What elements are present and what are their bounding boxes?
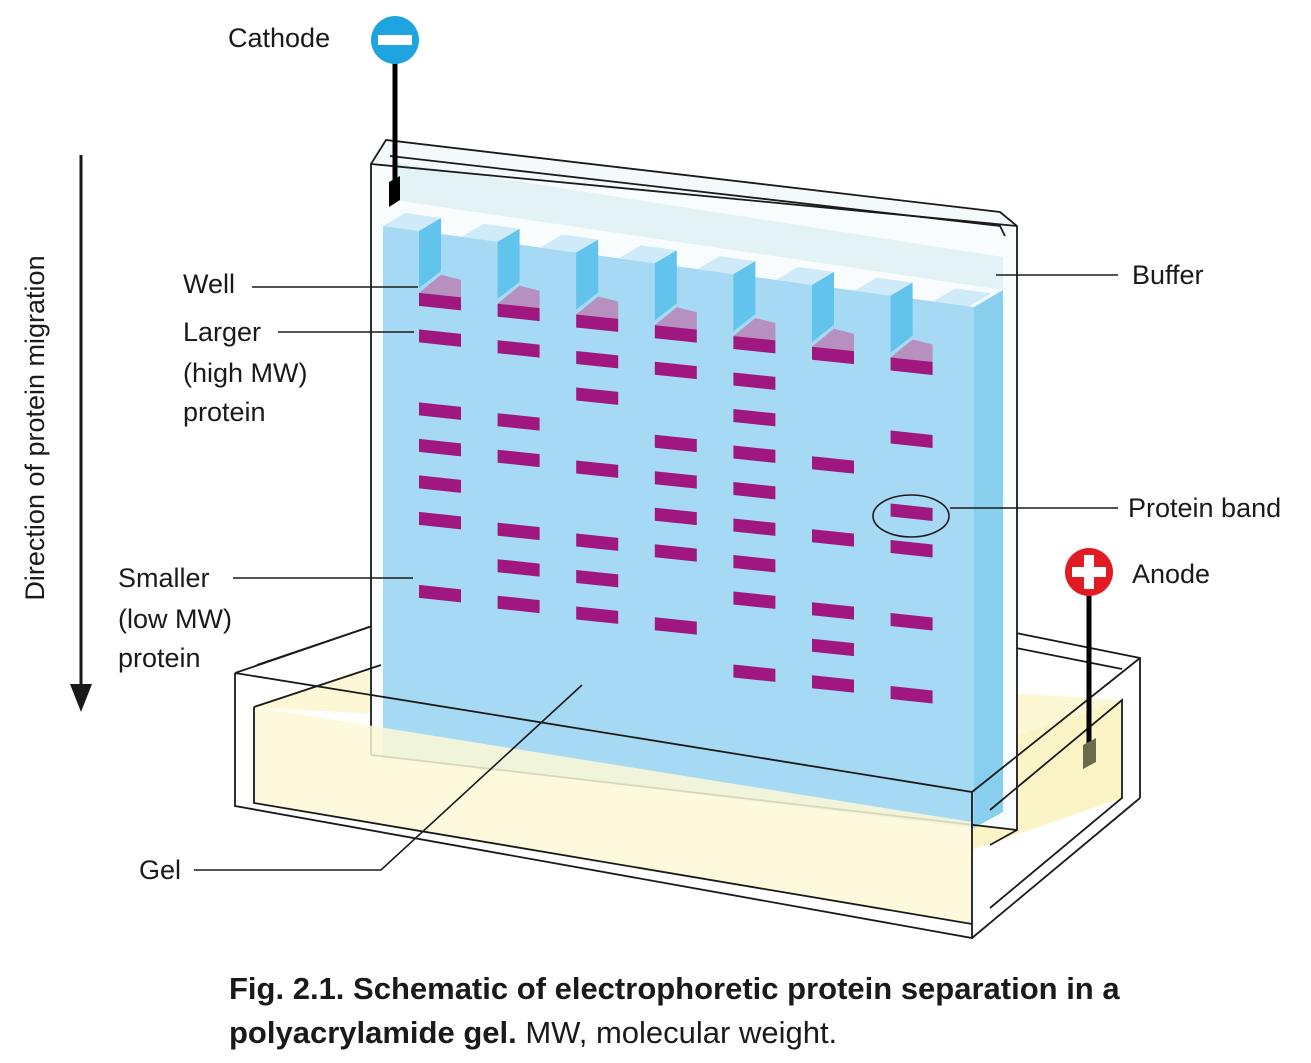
comb-tooth-top [383,213,441,231]
larger-label-line2: (high MW) [183,358,308,388]
protein-band [733,555,776,573]
protein-band [497,340,540,358]
comb-tooth-top [461,223,520,242]
smaller-label-line1: Smaller [118,563,210,593]
comb-tooth-top [854,277,913,296]
minus-circle-icon [371,16,419,64]
protein-band [733,591,776,609]
protein-band [576,533,619,551]
cathode-electrode [389,60,400,207]
protein-band [576,387,619,405]
protein-band-highlight [872,494,950,538]
protein-band [890,686,933,704]
leader-lines [194,274,1118,871]
protein-band [497,522,540,541]
protein-band [654,507,697,526]
protein-band [654,471,697,489]
protein-band [812,529,854,547]
direction-label: Direction of protein migration [20,255,50,600]
protein-band [419,511,461,530]
larger-label-line3: protein [183,397,266,427]
protein-band [576,569,619,588]
protein-band [576,350,619,369]
protein-band [497,559,540,577]
protein-band [576,606,619,624]
protein-band [654,617,697,635]
well-label: Well [183,269,235,299]
protein-band [497,413,540,431]
caption-normal: MW, molecular weight. [516,1015,838,1050]
buffer-region [394,162,1003,290]
protein-band [654,434,697,453]
protein-band-label: Protein band [1128,493,1281,523]
plus-circle-icon [1065,548,1113,596]
protein-band [812,456,854,474]
well-3 [576,296,619,320]
protein-band [733,409,776,427]
protein-band [497,595,540,614]
protein-band [419,584,461,603]
protein-band [733,445,776,463]
protein-band [497,449,540,468]
comb-tooth-side [419,218,441,288]
protein-band [654,544,697,562]
protein-band [812,638,854,657]
protein-band [419,402,461,420]
comb-tooth-side [497,228,520,299]
protein-band [654,325,697,343]
comb-tooth-top [618,245,677,264]
protein-band [733,664,776,682]
comb-tooth-top [540,234,599,253]
comb-tooth-side [890,282,913,353]
protein-band [419,475,461,493]
well-1 [419,274,461,298]
buffer-tray-front [234,657,1141,940]
well-6 [812,328,854,352]
comb-tooth-top [697,256,756,275]
smaller-label-line2: (low MW) [118,604,232,634]
protein-band [497,303,540,322]
larger-label-line1: Larger [183,317,261,347]
comb-tooth-side [654,250,677,321]
protein-band [576,314,619,332]
comb-tooth-top [933,288,992,307]
caption-bold: Fig. 2.1. Schematic of electrophoretic p… [229,971,1120,1050]
comb [383,213,992,363]
well-2 [497,285,540,309]
gel-label: Gel [139,855,181,885]
protein-band [733,482,776,500]
protein-band [890,540,933,558]
well-7 [890,339,933,363]
protein-band [576,460,619,478]
smaller-label-line3: protein [118,643,201,673]
comb-tooth-top [776,266,834,285]
protein-band [890,613,933,631]
comb-tooth-side [733,261,756,332]
protein-band [733,336,776,354]
protein-band [419,438,461,457]
protein-band [812,346,854,365]
protein-band [419,292,461,311]
figure-caption: Fig. 2.1. Schematic of electrophoretic p… [229,967,1299,1055]
well-4 [654,307,697,331]
direction-arrow [70,155,92,712]
protein-band [890,503,933,521]
buffer-label: Buffer [1132,260,1204,290]
well-5 [733,318,776,342]
protein-band [733,372,776,390]
cathode-label: Cathode [228,23,330,53]
protein-band [733,518,776,536]
protein-band [890,357,933,375]
protein-band [890,430,933,448]
protein-band [419,329,461,347]
comb-tooth-side [812,271,834,342]
anode-electrode [1083,588,1096,769]
protein-band [654,361,697,380]
comb-tooth-side [576,239,599,310]
protein-band [812,675,854,693]
protein-bands [419,292,933,704]
anode-label: Anode [1132,559,1210,589]
protein-band [812,602,854,620]
